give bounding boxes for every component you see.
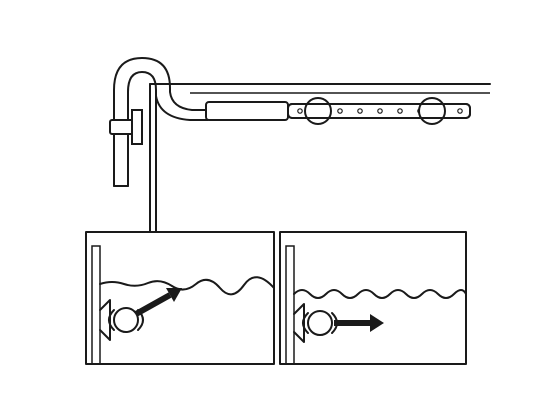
spray-hole — [377, 108, 383, 114]
flow-arrow-angled — [134, 292, 172, 317]
suction-cup-left — [304, 97, 332, 125]
nozzle-left — [113, 307, 139, 333]
tank-panel-right — [279, 231, 467, 365]
nozzle-right — [307, 310, 333, 336]
aquarium-outline — [149, 83, 491, 233]
spray-hole — [397, 108, 403, 114]
flow-arrowhead-angled — [166, 288, 182, 302]
spray-hole — [337, 108, 343, 114]
flow-arrowhead-horizontal — [370, 314, 384, 332]
water-surface-choppy — [293, 289, 467, 299]
outflow-pipe — [109, 57, 209, 187]
suction-cup-right — [418, 97, 446, 125]
spray-hole — [357, 108, 363, 114]
tank-panel-left — [85, 231, 275, 365]
clip-bracket — [131, 109, 143, 145]
suction-cups — [287, 97, 471, 125]
spray-hole — [297, 108, 303, 114]
pipe-connector — [205, 101, 289, 121]
water-surface-gentle — [99, 276, 275, 296]
spray-hole — [457, 108, 463, 114]
